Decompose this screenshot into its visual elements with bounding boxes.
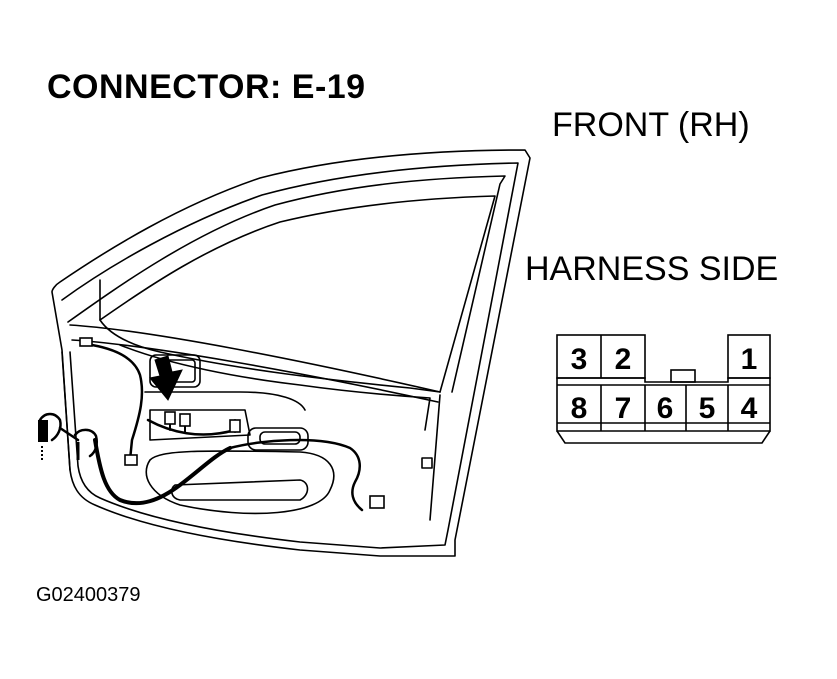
pin-label: 6 xyxy=(657,392,674,425)
pin-label: 2 xyxy=(615,343,632,376)
pin-label: 4 xyxy=(741,392,758,425)
pin-label: 7 xyxy=(615,392,632,425)
figure-code: G02400379 xyxy=(36,584,141,606)
pin-label: 8 xyxy=(571,392,588,425)
pin-label: 3 xyxy=(571,343,588,376)
pin-label: 1 xyxy=(741,343,758,376)
connector-face: 3 2 1 8 7 6 5 4 xyxy=(556,334,771,444)
location-label: FRONT (RH) xyxy=(552,106,750,144)
connector-title: CONNECTOR: E-19 xyxy=(47,68,366,106)
pointer-arrow xyxy=(149,355,183,401)
pin-label: 5 xyxy=(699,392,716,425)
view-label: HARNESS SIDE xyxy=(525,250,779,288)
